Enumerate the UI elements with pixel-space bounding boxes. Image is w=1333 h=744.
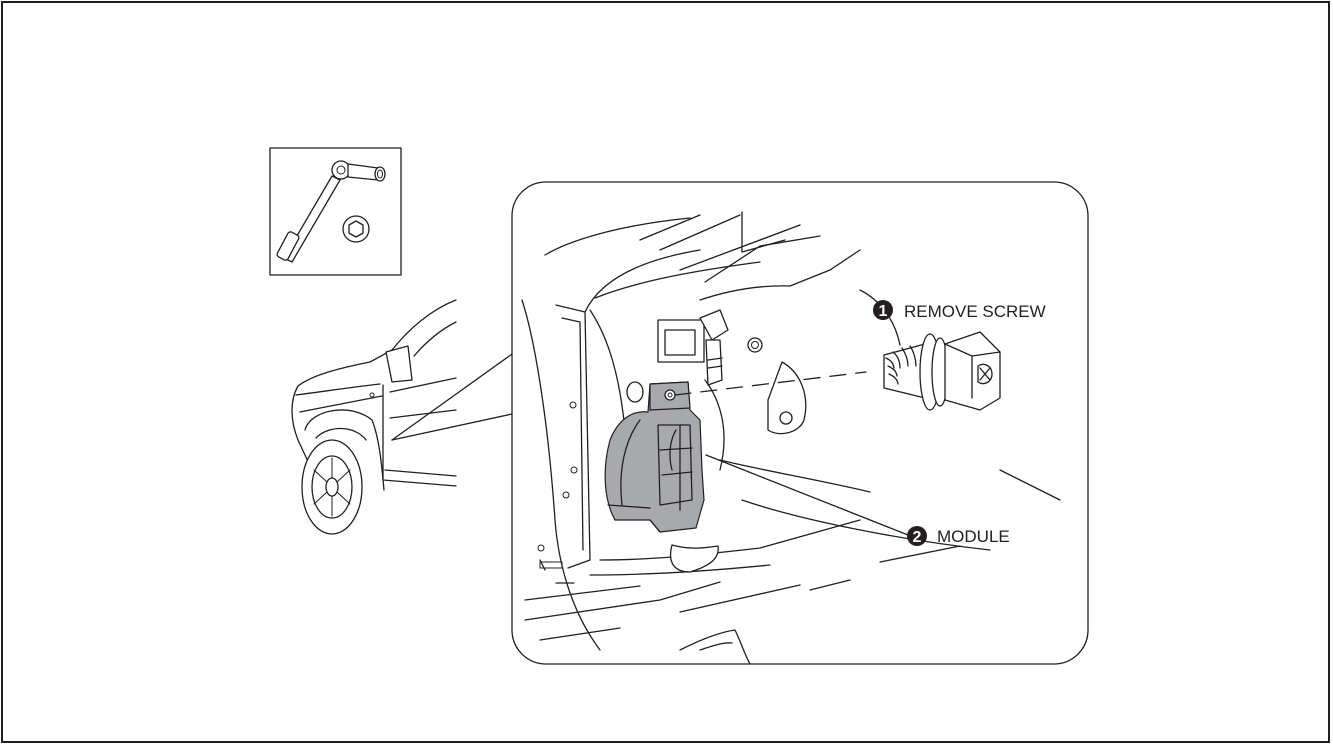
callout-number-2-badge <box>907 526 927 546</box>
tool-box <box>269 147 402 276</box>
socket-wrench-icon <box>276 160 386 263</box>
screw-illustration <box>883 331 1001 411</box>
module-component <box>604 381 705 533</box>
callout-label-remove-screw: REMOVE SCREW <box>904 302 1046 321</box>
callout-module: 2 MODULE <box>907 526 1010 546</box>
hex-socket-icon <box>342 215 370 243</box>
callout-number-1-badge <box>873 300 893 320</box>
callout-remove-screw: 1 REMOVE SCREW <box>873 300 1046 321</box>
detail-view <box>511 181 1089 665</box>
callout-label-module: MODULE <box>937 527 1010 546</box>
vehicle-overview <box>291 299 513 535</box>
callout-number-2: 2 <box>913 529 922 546</box>
callout-number-1: 1 <box>879 303 888 320</box>
